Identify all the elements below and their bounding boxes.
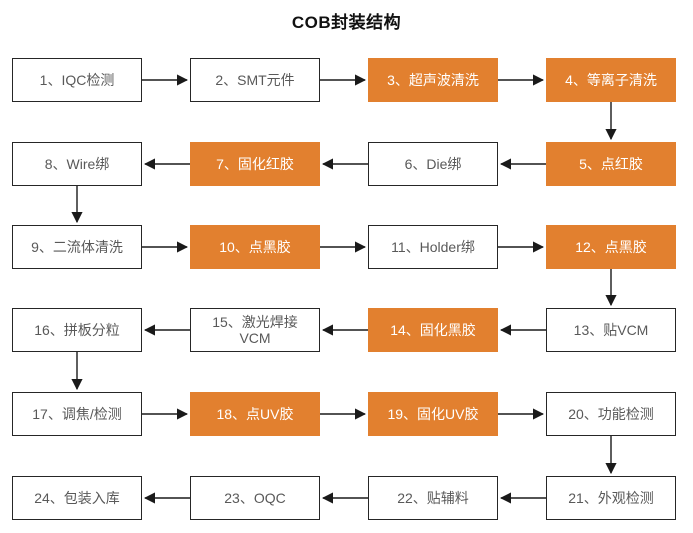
flow-step-3-label: 3、超声波清洗 — [387, 71, 479, 88]
flow-step-8: 8、Wire绑 — [12, 142, 142, 186]
flow-step-12: 12、点黑胶 — [546, 225, 676, 269]
flow-step-24-label: 24、包装入库 — [34, 489, 120, 506]
flow-step-22-label: 22、贴辅料 — [397, 489, 469, 506]
flow-step-12-label: 12、点黑胶 — [575, 238, 647, 255]
flow-step-13: 13、贴VCM — [546, 308, 676, 352]
flow-step-19: 19、固化UV胶 — [368, 392, 498, 436]
flow-step-8-label: 8、Wire绑 — [44, 155, 110, 172]
flow-step-7-label: 7、固化红胶 — [216, 155, 294, 172]
flow-step-19-label: 19、固化UV胶 — [387, 405, 479, 422]
flow-step-2-label: 2、SMT元件 — [215, 71, 295, 88]
flow-step-9-label: 9、二流体清洗 — [31, 238, 123, 255]
flow-step-1: 1、IQC检测 — [12, 58, 142, 102]
flow-step-5: 5、点红胶 — [546, 142, 676, 186]
flow-step-16: 16、拼板分粒 — [12, 308, 142, 352]
flow-step-13-label: 13、贴VCM — [573, 321, 649, 338]
flow-step-23: 23、OQC — [190, 476, 320, 520]
flow-step-4-label: 4、等离子清洗 — [565, 71, 657, 88]
flow-step-23-label: 23、OQC — [224, 489, 286, 506]
flow-step-14-label: 14、固化黑胶 — [390, 321, 476, 338]
flow-step-4: 4、等离子清洗 — [546, 58, 676, 102]
flow-step-18: 18、点UV胶 — [190, 392, 320, 436]
flow-step-14: 14、固化黑胶 — [368, 308, 498, 352]
flow-step-15-label: 15、激光焊接VCM — [212, 313, 298, 346]
flow-step-3: 3、超声波清洗 — [368, 58, 498, 102]
flow-step-17-label: 17、调焦/检测 — [32, 405, 122, 422]
flow-step-15: 15、激光焊接VCM — [190, 308, 320, 352]
flow-step-20: 20、功能检测 — [546, 392, 676, 436]
flow-step-10-label: 10、点黑胶 — [219, 238, 291, 255]
flow-step-2: 2、SMT元件 — [190, 58, 320, 102]
flow-step-21: 21、外观检测 — [546, 476, 676, 520]
flow-step-18-label: 18、点UV胶 — [216, 405, 294, 422]
flow-step-20-label: 20、功能检测 — [568, 405, 654, 422]
flow-step-5-label: 5、点红胶 — [579, 155, 643, 172]
flow-step-9: 9、二流体清洗 — [12, 225, 142, 269]
diagram-title: COB封装结构 — [291, 13, 402, 32]
flow-step-17: 17、调焦/检测 — [12, 392, 142, 436]
flow-step-10: 10、点黑胶 — [190, 225, 320, 269]
flow-step-7: 7、固化红胶 — [190, 142, 320, 186]
flow-step-11: 11、Holder绑 — [368, 225, 498, 269]
flow-step-6: 6、Die绑 — [368, 142, 498, 186]
flow-step-16-label: 16、拼板分粒 — [34, 321, 120, 338]
flow-step-1-label: 1、IQC检测 — [39, 71, 115, 88]
flow-step-22: 22、贴辅料 — [368, 476, 498, 520]
flow-step-11-label: 11、Holder绑 — [391, 238, 475, 255]
flow-step-21-label: 21、外观检测 — [568, 489, 654, 506]
flow-step-6-label: 6、Die绑 — [404, 155, 462, 172]
flow-step-24: 24、包装入库 — [12, 476, 142, 520]
